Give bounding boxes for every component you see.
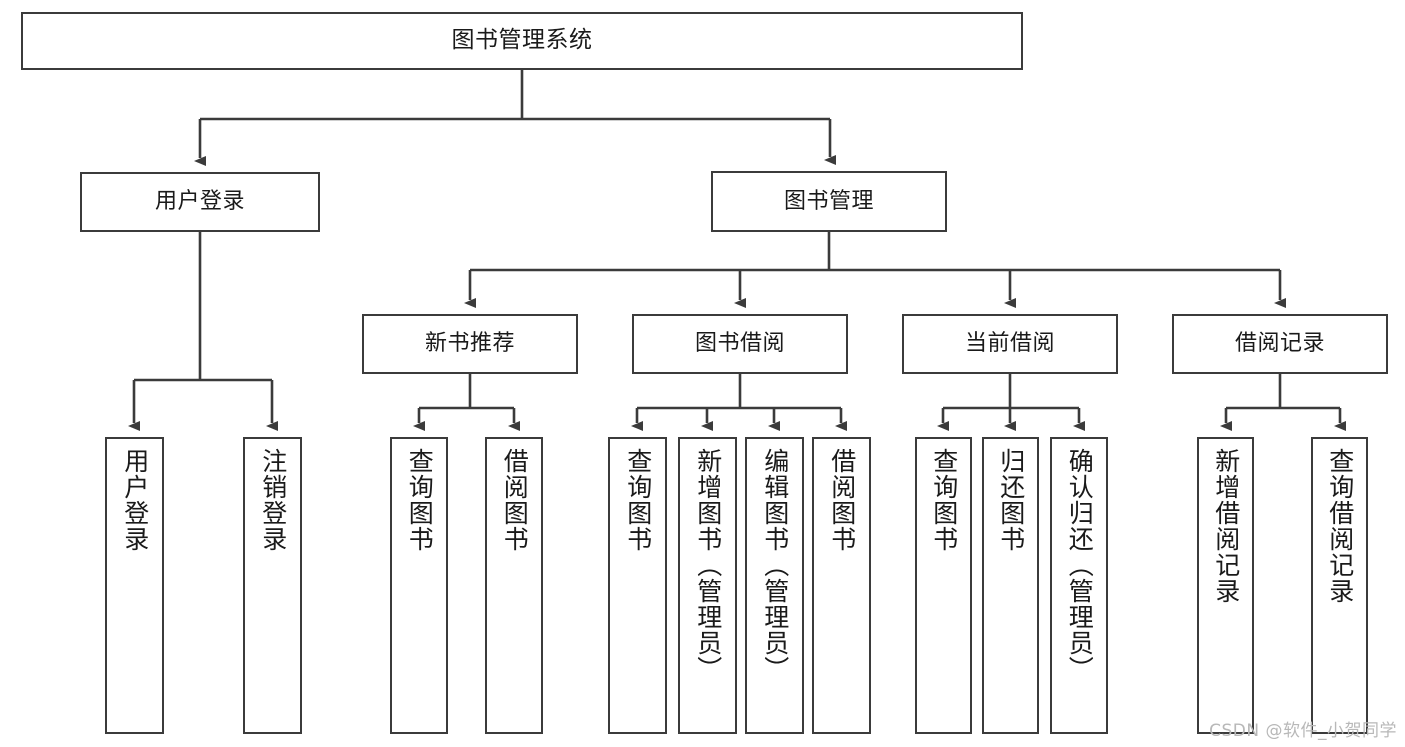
leaf-borrow-book[interactable]: 借阅图书 (812, 437, 871, 734)
node-label: 查询图书 (929, 448, 959, 552)
leaf-logout[interactable]: 注销登录 (243, 437, 302, 734)
leaf-query-book-newbook[interactable]: 查询图书 (390, 437, 448, 734)
node-label: 确认归还（管理员） (1065, 448, 1095, 682)
node-label: 图书管理系统 (451, 27, 593, 54)
node-label: 查询图书 (623, 448, 653, 552)
leaf-return-book[interactable]: 归还图书 (982, 437, 1039, 734)
node-label: 用户登录 (120, 448, 150, 552)
node-label: 新增借阅记录 (1211, 448, 1241, 604)
leaf-query-borrow-record[interactable]: 查询借阅记录 (1311, 437, 1368, 734)
node-current-borrow[interactable]: 当前借阅 (902, 314, 1118, 374)
leaf-add-book[interactable]: 新增图书（管理员） (678, 437, 737, 734)
leaf-user-login[interactable]: 用户登录 (105, 437, 164, 734)
leaf-query-book-borrow[interactable]: 查询图书 (608, 437, 667, 734)
node-label: 新增图书（管理员） (693, 448, 723, 682)
node-label: 新书推荐 (424, 331, 515, 357)
leaf-confirm-return[interactable]: 确认归还（管理员） (1050, 437, 1108, 734)
node-new-book-recommend[interactable]: 新书推荐 (362, 314, 578, 374)
node-book-borrow[interactable]: 图书借阅 (632, 314, 848, 374)
node-label: 图书管理 (783, 188, 874, 214)
node-borrow-record[interactable]: 借阅记录 (1172, 314, 1388, 374)
watermark-text: CSDN @软件_小贺同学 (1209, 721, 1397, 741)
node-label: 归还图书 (996, 448, 1026, 552)
node-label: 借阅图书 (827, 448, 857, 552)
node-label: 图书借阅 (694, 331, 785, 357)
leaf-add-borrow-record[interactable]: 新增借阅记录 (1197, 437, 1254, 734)
node-root-system[interactable]: 图书管理系统 (21, 12, 1023, 70)
node-label: 编辑图书（管理员） (760, 448, 790, 682)
node-label: 查询借阅记录 (1325, 448, 1355, 604)
node-label: 注销登录 (258, 448, 288, 552)
node-book-manage[interactable]: 图书管理 (711, 171, 947, 232)
node-label: 借阅图书 (500, 448, 530, 552)
leaf-query-book-current[interactable]: 查询图书 (915, 437, 972, 734)
node-label: 查询图书 (405, 448, 435, 552)
leaf-edit-book[interactable]: 编辑图书（管理员） (745, 437, 804, 734)
node-label: 用户登录 (154, 189, 245, 215)
node-label: 当前借阅 (964, 331, 1055, 357)
node-user-login[interactable]: 用户登录 (80, 172, 320, 232)
node-label: 借阅记录 (1234, 331, 1325, 357)
leaf-borrow-book-newbook[interactable]: 借阅图书 (485, 437, 543, 734)
